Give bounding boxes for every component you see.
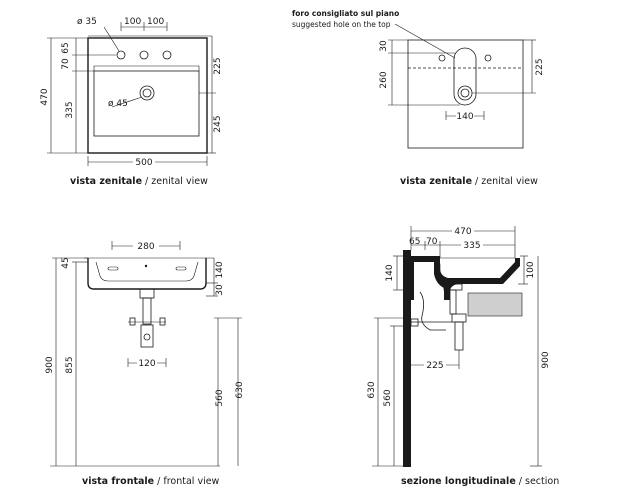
overflow-hole: [144, 264, 148, 268]
trap-body: [140, 324, 154, 348]
dim-225: 225: [213, 57, 223, 74]
dim-470: 470: [40, 88, 50, 105]
bowl-inner: [95, 261, 199, 282]
leader-note: [394, 23, 456, 59]
dim-140: 140: [385, 264, 395, 281]
dim-100: 100: [526, 261, 536, 278]
dim-65: 65: [61, 42, 71, 53]
caption-top-right: vista zenitale / zenital view: [400, 176, 538, 187]
dim-855: 855: [65, 356, 75, 373]
counter-slab: [467, 292, 523, 317]
dim-225: 225: [535, 58, 545, 75]
bowl-outline: [93, 70, 200, 137]
dim-70: 70: [61, 58, 71, 70]
waste-pipe: [142, 297, 152, 325]
wall-flange: [410, 318, 419, 327]
dim-spacing-1: 100: [124, 17, 141, 27]
dim-630: 630: [367, 381, 377, 398]
dim-30: 30: [379, 40, 389, 52]
waste-pipe: [449, 289, 457, 315]
view-bottom-right: 470 65 70 335 140 630 560 100 900 225 se…: [367, 226, 559, 487]
drain-inner: [460, 88, 470, 98]
trap-nut: [143, 333, 151, 341]
note-hole-en: suggested hole on the top: [292, 20, 391, 29]
dim-spacing-2: 100: [147, 17, 164, 27]
view-top-left: ø 35 100 100 470 70 65 335 225 245 ø 45 …: [40, 17, 223, 187]
dim-335: 335: [65, 101, 75, 118]
basin-front: [87, 258, 207, 290]
drain-outer: [457, 85, 473, 101]
waste-body: [139, 288, 155, 299]
tap-hole-left: [116, 50, 126, 60]
dim-245: 245: [213, 115, 223, 132]
dim-140: 140: [215, 261, 225, 278]
suggested-slot: [453, 47, 477, 106]
dim-30: 30: [215, 284, 225, 296]
tap-hole-left: [438, 54, 446, 62]
trap-cap-right: [159, 317, 166, 326]
trap-joint: [451, 313, 467, 323]
view-top-right: foro consigliato sul piano suggested hol…: [292, 9, 545, 187]
drain-outer: [139, 85, 155, 101]
dim-65: 65: [409, 237, 420, 247]
trap-cap-left: [129, 317, 136, 326]
dim-70: 70: [426, 237, 438, 247]
caption-bottom-right: sezione longitudinale / section: [401, 476, 559, 487]
dim-120: 120: [138, 359, 155, 369]
tap-hole-right: [162, 50, 172, 60]
dim-560: 560: [215, 389, 225, 406]
leader-hole: [103, 26, 120, 52]
dim-560: 560: [383, 389, 393, 406]
dim-280: 280: [137, 242, 154, 252]
trap-body: [454, 321, 464, 351]
counter-outline: [407, 39, 524, 149]
dim-900: 900: [45, 356, 55, 373]
basin-section: [411, 256, 520, 300]
dim-900: 900: [541, 351, 551, 368]
dim-260: 260: [379, 71, 389, 88]
bowl-rim: [93, 65, 200, 71]
dim-45: 45: [61, 257, 71, 268]
dim-225: 225: [426, 361, 443, 371]
caption-top-left: vista zenitale / zenital view: [70, 176, 208, 187]
overflow-hose: [419, 291, 446, 331]
view-bottom-left: 280 45 900 855 140 30 560 630 120 vista …: [45, 240, 245, 487]
dim-470: 470: [454, 227, 471, 237]
tap-slot-right: [175, 266, 187, 271]
note-hole-it: foro consigliato sul piano: [292, 9, 399, 18]
tap-hole-right: [484, 54, 492, 62]
dim-hole-dia: ø 35: [77, 17, 97, 27]
dim-140: 140: [456, 112, 473, 122]
wall-section: [403, 250, 411, 467]
drain-inner: [142, 88, 152, 98]
tap-hole-center: [139, 50, 149, 60]
dim-335: 335: [463, 241, 480, 251]
basin-outline: [87, 37, 208, 154]
tap-slot-left: [107, 266, 119, 271]
overflow-slot: [435, 263, 441, 273]
caption-bottom-left: vista frontale / frontal view: [82, 476, 220, 487]
dim-500: 500: [135, 158, 152, 168]
dim-630: 630: [235, 381, 245, 398]
leader-drain: [111, 96, 143, 108]
dim-drain-dia: ø 45: [108, 99, 128, 109]
